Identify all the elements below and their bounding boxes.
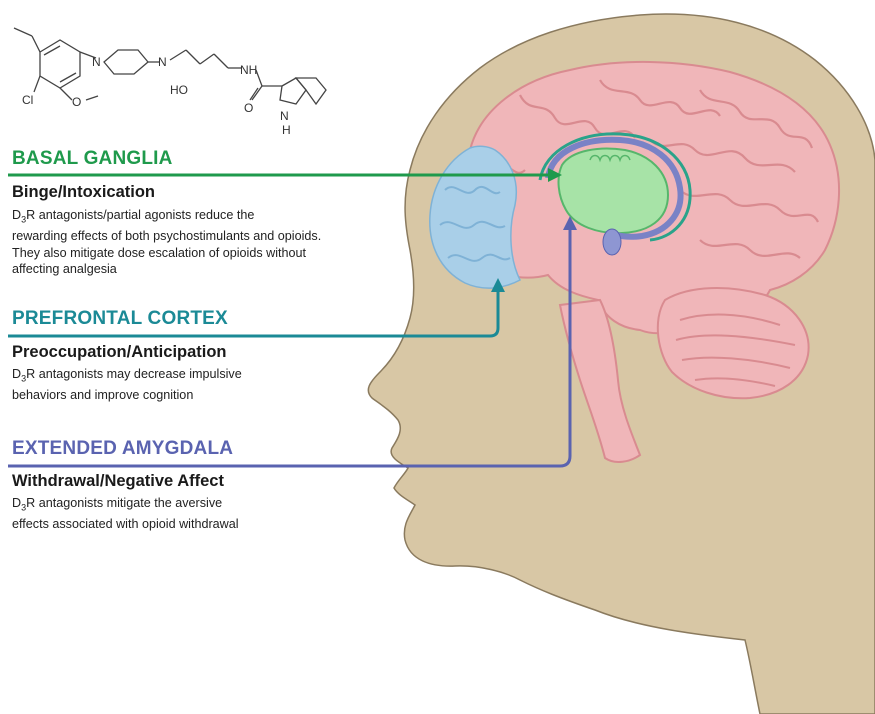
atom-n1: N [92, 55, 101, 69]
basal-ganglia-heading: BASAL GANGLIA [12, 148, 173, 170]
basal-ganglia [559, 149, 668, 234]
prefrontal-cortex-description: D3R antagonists may decrease impulsive b… [12, 366, 312, 404]
extended-amygdala-description: D3R antagonists mitigate the aversive ef… [12, 495, 312, 533]
atom-nh: NH [240, 63, 257, 77]
d3r-label: D3R [12, 496, 35, 510]
atom-o-methoxy: O [72, 95, 81, 109]
atom-h-indole: H [282, 123, 291, 137]
atom-ho: HO [170, 83, 188, 97]
extended-amygdala-heading: EXTENDED AMYGDALA [12, 438, 233, 460]
d3r-label: D3R [12, 367, 35, 381]
atom-n-indole: N [280, 109, 289, 123]
d3r-label: D3R [12, 208, 35, 222]
atom-cl: Cl [22, 93, 33, 107]
extended-amygdala-subheading: Withdrawal/Negative Affect [12, 472, 224, 491]
basal-ganglia-description: D3R antagonists/partial agonists reduce … [12, 207, 352, 278]
atom-n2: N [158, 55, 167, 69]
prefrontal-cortex-subheading: Preoccupation/Anticipation [12, 343, 227, 362]
prefrontal-cortex-heading: PREFRONTAL CORTEX [12, 308, 228, 330]
basal-ganglia-subheading: Binge/Intoxication [12, 183, 155, 202]
amygdala-nucleus [603, 229, 621, 255]
atom-o-carbonyl: O [244, 101, 253, 115]
